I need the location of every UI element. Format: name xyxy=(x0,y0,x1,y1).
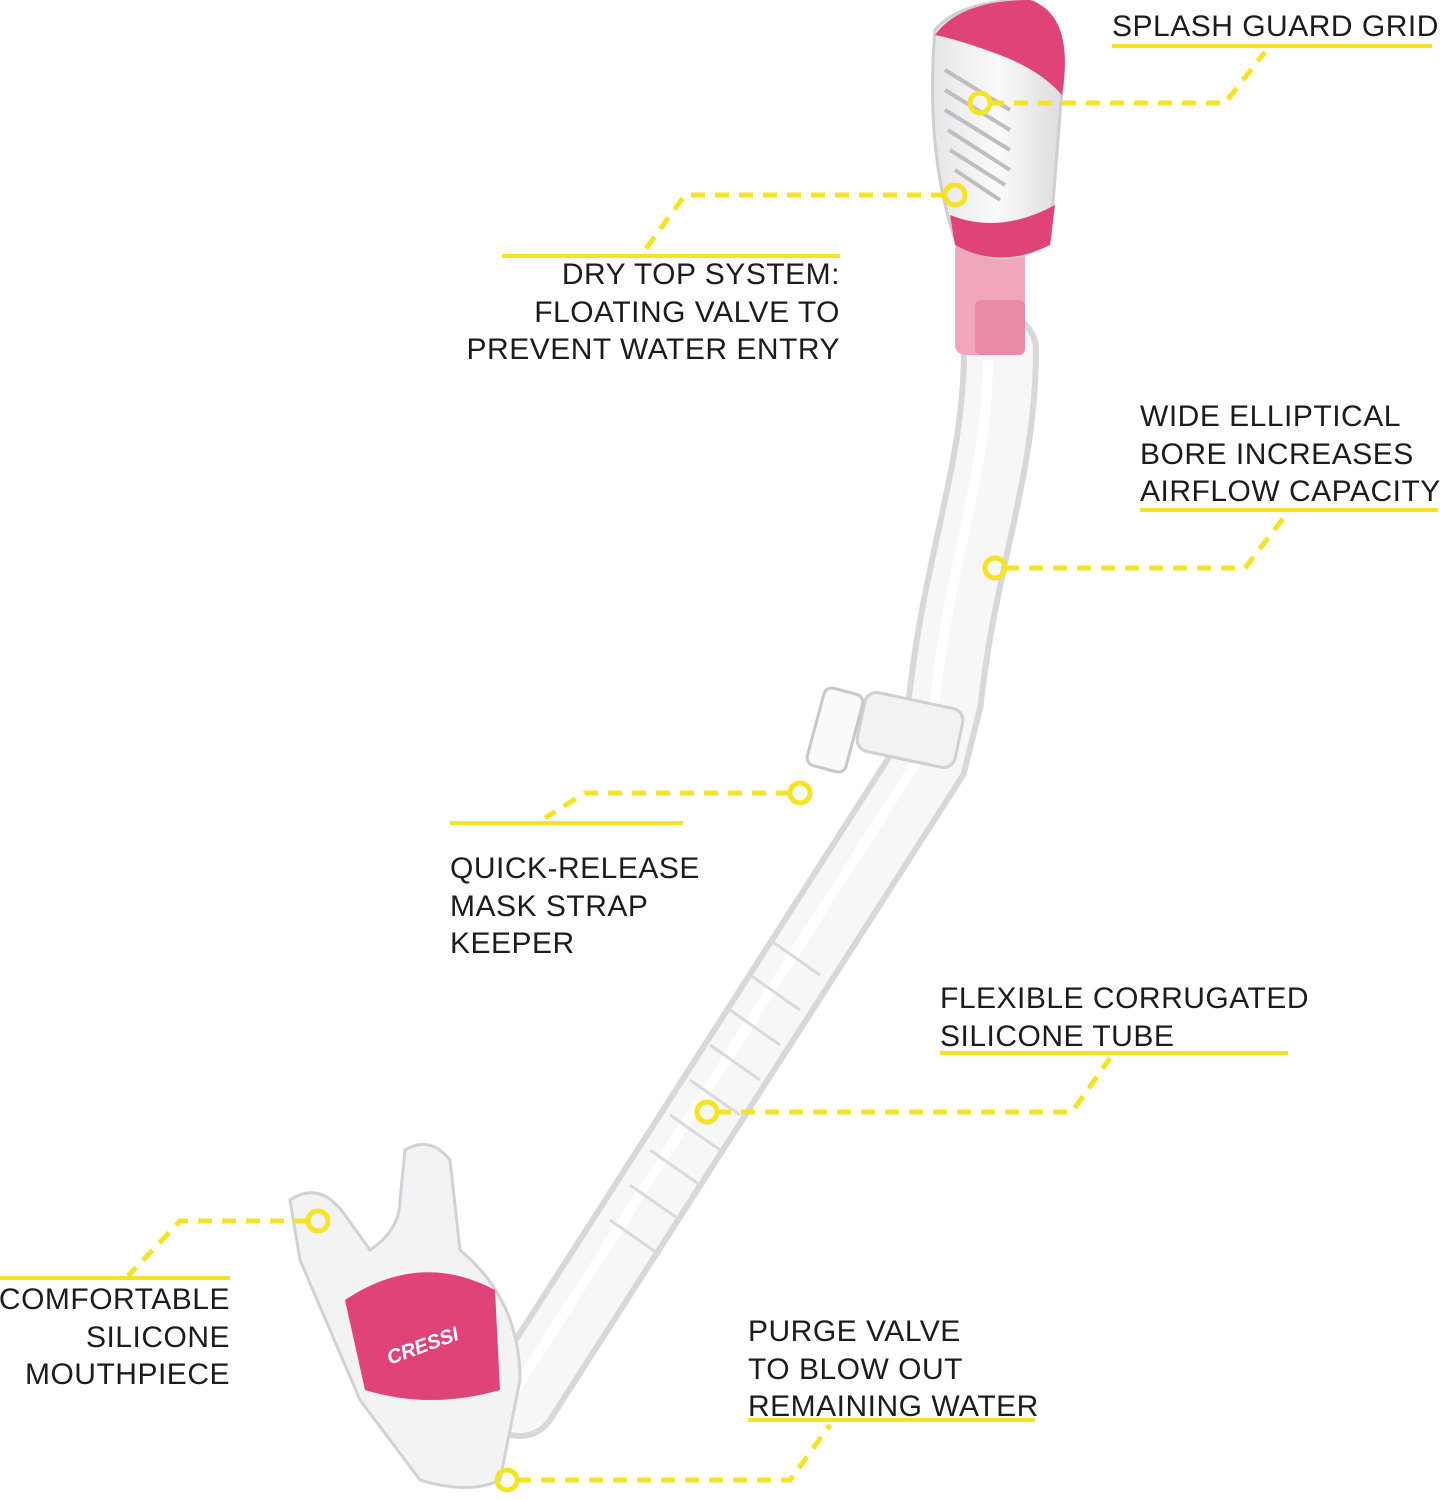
mouthpiece: CRESSI xyxy=(288,1142,522,1489)
callout-line: AIRFLOW CAPACITY xyxy=(1140,475,1440,508)
callout-corrugated-tube: FLEXIBLE CORRUGATED SILICONE TUBE xyxy=(940,980,1309,1055)
callout-line: PURGE VALVE xyxy=(748,1315,961,1348)
underline-purge xyxy=(748,1418,1035,1422)
callout-line: FLOATING VALVE TO xyxy=(534,295,840,329)
callout-line: DRY TOP SYSTEM: xyxy=(561,258,840,291)
corrugated-section xyxy=(609,938,821,1257)
callout-splash-guard: SPLASH GUARD GRID xyxy=(1112,8,1439,46)
leader-lines xyxy=(126,50,1287,1483)
underline-drytop xyxy=(502,254,840,258)
callout-line: MASK STRAP xyxy=(450,889,649,923)
dry-top-head xyxy=(931,0,1065,355)
callout-strap-keeper: QUICK-RELEASE MASK STRAP KEEPER xyxy=(450,850,700,963)
callout-point-markers xyxy=(305,90,1008,1493)
callout-line: KEEPER xyxy=(450,927,575,960)
callout-line: SILICONE TUBE xyxy=(940,1019,1175,1053)
callout-line: WIDE ELLIPTICAL xyxy=(1140,400,1401,433)
callout-line: FLEXIBLE CORRUGATED xyxy=(940,982,1310,1015)
callout-line: QUICK-RELEASE xyxy=(450,852,700,885)
callout-line: SILICONE xyxy=(85,1320,230,1354)
underline-keeper xyxy=(450,821,683,825)
callout-mouthpiece: COMFORTABLE SILICONE MOUTHPIECE xyxy=(0,1281,230,1394)
underline-tube xyxy=(940,1051,1288,1055)
mask-strap-keeper xyxy=(805,686,965,774)
callout-dry-top: DRY TOP SYSTEM: FLOATING VALVE TO PREVEN… xyxy=(467,256,840,369)
underline-splash xyxy=(1112,44,1432,48)
callout-line: TO BLOW OUT xyxy=(748,1352,963,1386)
snorkel-tube xyxy=(481,311,1039,1439)
callout-line: SPLASH GUARD GRID xyxy=(1112,10,1439,43)
underline-bore xyxy=(1140,508,1438,512)
callout-line: COMFORTABLE xyxy=(0,1283,230,1316)
callout-purge-valve: PURGE VALVE TO BLOW OUT REMAINING WATER xyxy=(748,1313,1039,1426)
callout-line: MOUTHPIECE xyxy=(24,1358,230,1391)
callout-line: PREVENT WATER ENTRY xyxy=(466,333,840,366)
callout-line: REMAINING WATER xyxy=(748,1390,1039,1423)
pink-band xyxy=(950,205,1055,258)
underline-mouthpiece xyxy=(0,1276,230,1280)
callout-elliptical-bore: WIDE ELLIPTICAL BORE INCREASES AIRFLOW C… xyxy=(1140,398,1440,511)
splash-guard-cap xyxy=(935,0,1065,95)
callout-line: BORE INCREASES xyxy=(1140,437,1414,471)
